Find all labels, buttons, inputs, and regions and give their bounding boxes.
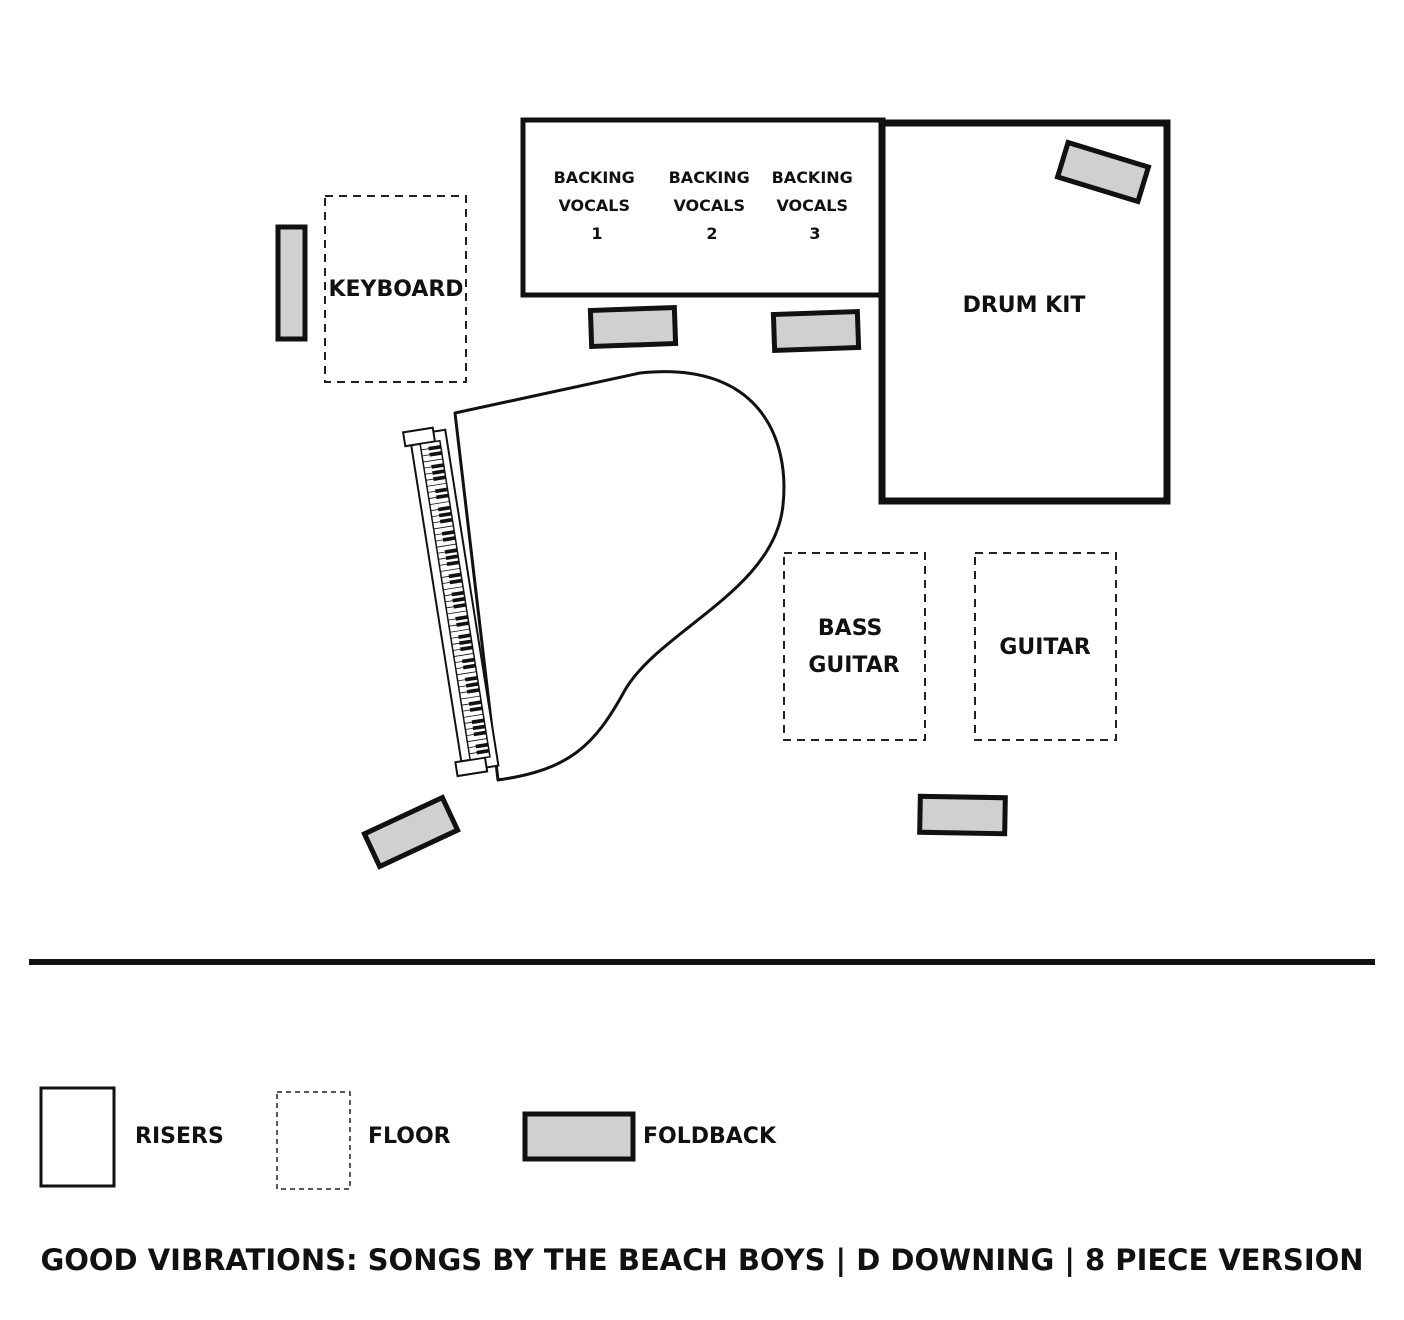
foldback-wedge <box>361 794 461 870</box>
piano-black-key <box>452 596 466 603</box>
piano-black-key <box>471 718 485 725</box>
piano-key-divider <box>436 543 457 548</box>
backing-vocals-2-label: BACKING VOCALS 2 <box>669 168 756 243</box>
piano-black-key <box>442 536 456 542</box>
piano-black-key <box>428 444 442 451</box>
piano-key-divider <box>456 671 477 676</box>
piano-key-divider <box>440 567 461 572</box>
piano-black-key <box>462 663 476 670</box>
drum-kit-label: DRUM KIT <box>963 293 1086 318</box>
piano-black-key <box>432 469 445 475</box>
piano-black-key <box>429 451 443 457</box>
foldback-wedge <box>587 304 679 350</box>
piano-key-divider <box>463 713 484 718</box>
piano-black-key <box>437 505 451 512</box>
foldback-wedge <box>917 793 1008 837</box>
piano-key-divider <box>467 738 488 743</box>
piano-black-key <box>464 675 478 682</box>
piano-black-key <box>469 706 483 712</box>
piano-black-key <box>460 645 473 652</box>
backing-vocals-3-label: BACKING VOCALS 3 <box>772 168 859 243</box>
legend-floor-label: FLOOR <box>368 1124 451 1149</box>
piano-black-key <box>473 730 487 737</box>
foldback-wedge <box>770 308 862 354</box>
piano-key-divider <box>422 458 443 463</box>
piano-black-key <box>435 487 448 494</box>
legend-foldback: FOLDBACK <box>522 1111 777 1162</box>
piano-black-key <box>445 554 459 560</box>
piano-black-key <box>438 511 452 518</box>
piano-key-divider <box>429 501 450 506</box>
piano-black-key <box>431 463 445 469</box>
bass-guitar-floor-area: BASS GUITAR <box>783 552 926 741</box>
legend-risers: RISERS <box>39 1086 224 1188</box>
piano-black-key <box>453 603 467 609</box>
piano-key-divider <box>453 653 474 657</box>
piano-black-key <box>435 493 449 500</box>
piano-black-key <box>458 633 471 639</box>
piano-black-key <box>439 517 453 524</box>
piano-black-key <box>468 700 482 706</box>
legend-floor: FLOOR <box>276 1091 451 1190</box>
foldback-wedges <box>275 139 1152 870</box>
piano-black-key <box>433 475 446 481</box>
bass-guitar-label: BASS GUITAR <box>808 616 899 678</box>
piano-black-key <box>472 724 486 731</box>
foldback-wedge <box>1054 139 1152 205</box>
piano-black-key <box>441 530 455 536</box>
piano-key-divider <box>449 628 470 633</box>
piano-black-key <box>451 590 465 597</box>
legend: RISERS FLOOR FOLDBACK <box>39 1086 777 1190</box>
piano-key-divider <box>433 525 454 530</box>
guitar-floor-area: GUITAR <box>974 552 1117 741</box>
backing-vocals-1-label: BACKING VOCALS 1 <box>554 168 641 243</box>
piano-black-key <box>465 682 479 688</box>
piano-black-key <box>466 688 480 694</box>
piano-black-key <box>459 639 472 646</box>
piano-black-key <box>446 560 460 567</box>
piano-key-divider <box>460 695 481 700</box>
page-title: GOOD VIBRATIONS: SONGS BY THE BEACH BOYS… <box>40 1243 1363 1277</box>
piano-black-key <box>475 742 489 749</box>
keyboard-label: KEYBOARD <box>328 277 463 302</box>
drum-kit-riser: DRUM KIT <box>878 119 1171 505</box>
piano-key-divider <box>443 586 464 591</box>
piano-black-key <box>444 548 458 554</box>
guitar-label: GUITAR <box>999 635 1090 660</box>
piano-black-key <box>461 657 475 664</box>
grand-piano-icon <box>401 370 786 782</box>
piano-black-key <box>448 572 462 579</box>
piano-key-divider <box>426 482 447 487</box>
foldback-wedge <box>275 224 308 342</box>
backing-vocals-riser: BACKING VOCALS 1 BACKING VOCALS 2 BACKIN… <box>520 117 886 298</box>
piano-black-key <box>476 748 490 755</box>
piano-black-key <box>456 621 470 627</box>
piano-black-key <box>455 615 469 621</box>
keyboard-floor-area: KEYBOARD <box>324 195 467 383</box>
legend-risers-label: RISERS <box>135 1124 224 1149</box>
piano-black-key <box>449 578 463 585</box>
piano-key-divider <box>447 610 467 615</box>
legend-foldback-label: FOLDBACK <box>643 1124 777 1149</box>
